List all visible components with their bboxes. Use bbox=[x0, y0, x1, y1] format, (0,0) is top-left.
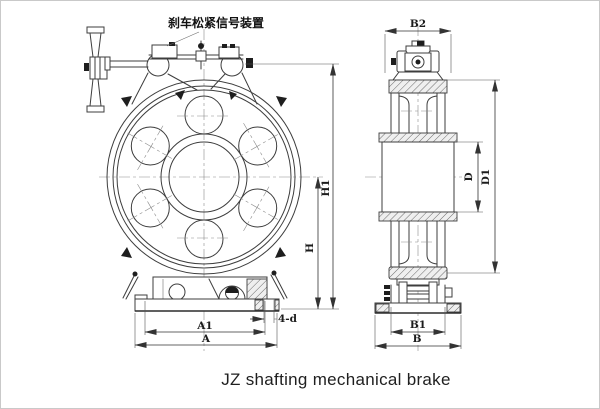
band-lug bbox=[121, 247, 132, 258]
dim-label-a: A bbox=[201, 333, 211, 345]
dim-label-h: H bbox=[304, 243, 316, 253]
band-lug bbox=[276, 96, 287, 107]
dim-label-d1: D1 bbox=[480, 169, 492, 185]
band-lug bbox=[275, 247, 286, 258]
dimension-b1: B1 bbox=[390, 307, 446, 335]
dim-label-a1: A1 bbox=[196, 320, 212, 332]
upper-shoe-block bbox=[388, 79, 448, 94]
signal-device-box bbox=[151, 44, 178, 59]
lower-shoe-block bbox=[388, 266, 448, 280]
pivot-bolt bbox=[246, 58, 253, 68]
dimension-a1: A1 bbox=[144, 301, 266, 335]
brake-wheel bbox=[106, 79, 302, 275]
release-mechanism bbox=[388, 40, 448, 94]
dim-label-b2: B2 bbox=[410, 18, 426, 30]
dim-label-bolt-holes: 4-d bbox=[278, 313, 298, 325]
dimension-d: D bbox=[457, 141, 483, 213]
drum-body bbox=[381, 141, 455, 213]
side-view: B2 D D1 B1 B bbox=[365, 18, 500, 351]
dim-label-h1: H1 bbox=[320, 179, 332, 196]
dim-label-d: D bbox=[463, 172, 475, 181]
pedestal-base bbox=[134, 276, 280, 312]
hole-centerlines bbox=[127, 115, 281, 239]
dimension-d1: D1 bbox=[447, 79, 500, 274]
dimension-b2: B2 bbox=[384, 18, 452, 73]
signal-device-label: 刹车松紧信号装置 bbox=[168, 15, 264, 30]
drawing-caption: JZ shafting mechanical brake bbox=[221, 370, 451, 389]
dimension-bolt-holes: 4-d bbox=[250, 311, 298, 325]
dimension-h1: H1 bbox=[245, 63, 339, 310]
signal-device-callout: 刹车松紧信号装置 bbox=[166, 15, 264, 47]
handwheel bbox=[84, 26, 149, 113]
support-braces bbox=[122, 270, 288, 300]
front-view: H1 H A1 A 4-d 刹车松紧信号装置 bbox=[84, 15, 339, 351]
dim-label-b1: B1 bbox=[410, 319, 426, 331]
side-base bbox=[374, 278, 462, 314]
brake-drum bbox=[378, 132, 458, 222]
dimension-b: B bbox=[374, 315, 462, 349]
dimension-h: H bbox=[304, 176, 321, 310]
dim-label-b: B bbox=[413, 333, 422, 345]
band-lug bbox=[121, 96, 132, 107]
upper-arm bbox=[390, 92, 446, 134]
handwheel-hub bbox=[89, 56, 108, 80]
